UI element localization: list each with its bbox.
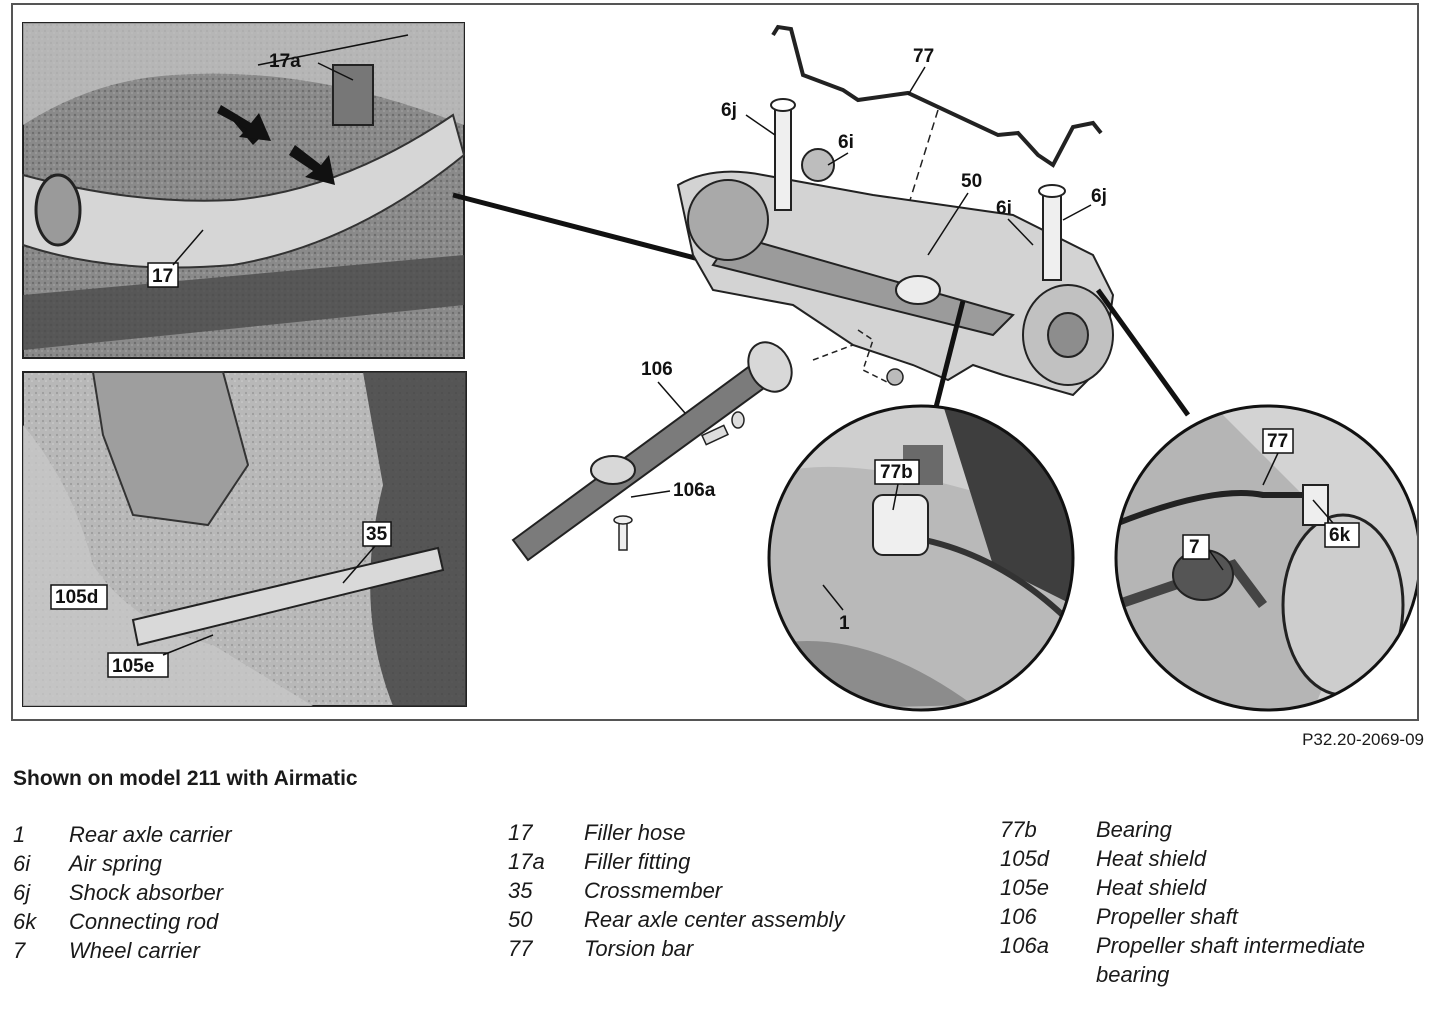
- legend-number: 106a: [1000, 933, 1049, 958]
- callout-35: 35: [366, 524, 388, 545]
- callout-7: 7: [1189, 537, 1200, 558]
- detail-wheel-carrier: 77 6k 7: [1114, 404, 1417, 712]
- legend-number: 17a: [508, 849, 545, 874]
- figure-code: P32.20-2069-09: [1302, 730, 1424, 749]
- legend-description: Heat shield: [1096, 846, 1207, 871]
- legend-number: 6j: [13, 880, 31, 905]
- callout-1: 1: [839, 613, 850, 634]
- legend-number: 77b: [1000, 817, 1037, 842]
- crossmember-bar: [131, 546, 445, 647]
- legend-number: 105d: [1000, 846, 1049, 871]
- callout-105d: 105d: [55, 587, 98, 608]
- propeller-shaft-drawing: 106 106a: [511, 341, 793, 562]
- callout-77-top: 77: [913, 46, 934, 67]
- photo-heat-shields: 35 105d 105e: [22, 371, 467, 707]
- legend-number: 7: [13, 938, 26, 963]
- shock-absorber-left: [774, 109, 792, 211]
- callout-17a: 17a: [269, 51, 301, 72]
- legend-description: Rear axle center assembly: [584, 907, 845, 932]
- legend-number: 77: [508, 936, 533, 961]
- callout-77b: 77b: [880, 462, 913, 483]
- legend-description: Crossmember: [584, 878, 723, 903]
- legend-description: Wheel carrier: [69, 938, 200, 963]
- callout-106a: 106a: [673, 480, 716, 501]
- legend-description: Propeller shaft: [1096, 904, 1238, 929]
- legend-description: Filler hose: [584, 820, 686, 845]
- legend-number: 17: [508, 820, 533, 845]
- callout-6i-right: 6i: [996, 198, 1012, 219]
- legend-number: 105e: [1000, 875, 1049, 900]
- callout-6j-left: 6j: [721, 100, 737, 121]
- legend-number: 6k: [13, 909, 37, 934]
- callout-6i-left: 6i: [838, 132, 854, 153]
- technical-illustration: 17a 17 35 105d 105e: [22, 22, 1417, 712]
- callout-106: 106: [641, 359, 673, 380]
- callout-6j-right: 6j: [1091, 186, 1107, 207]
- legend-description: Heat shield: [1096, 875, 1207, 900]
- callout-105e: 105e: [112, 656, 154, 677]
- arrow-marker-1: [217, 105, 271, 141]
- torsion-bar: [771, 24, 1103, 168]
- legend-description: Air spring: [69, 851, 162, 876]
- shock-absorber-right: [1042, 194, 1062, 281]
- legend-description: Connecting rod: [69, 909, 219, 934]
- legend-description: Shock absorber: [69, 880, 224, 905]
- figure-frame: 17a 17 35 105d 105e: [11, 3, 1419, 721]
- callout-6k: 6k: [1329, 525, 1351, 546]
- callout-17: 17: [152, 266, 173, 287]
- legend-description: Torsion bar: [584, 936, 694, 961]
- legend-number: 106: [1000, 904, 1037, 929]
- photo-filler-hose: 17a 17: [22, 22, 466, 359]
- rear-axle-drawing: 77 6j 6i 50 6i 6j: [676, 24, 1115, 397]
- figure-caption: Shown on model 211 with Airmatic: [13, 767, 358, 790]
- legend-description: Rear axle carrier: [69, 822, 232, 847]
- legend-number: 35: [508, 878, 533, 903]
- detail-bearing: 77b 1: [767, 404, 1075, 712]
- legend-number: 1: [13, 822, 26, 847]
- propeller-shaft: [511, 358, 777, 562]
- legend-number: 50: [508, 907, 533, 932]
- legend-description: Bearing: [1096, 817, 1172, 842]
- callout-50: 50: [961, 171, 982, 192]
- callout-77-detail: 77: [1267, 431, 1288, 452]
- legend-description: Filler fitting: [584, 849, 691, 874]
- legend-description: Propeller shaft intermediate bearing: [1096, 933, 1366, 987]
- arrow-marker-2: [289, 145, 335, 185]
- legend-number: 6i: [13, 851, 31, 876]
